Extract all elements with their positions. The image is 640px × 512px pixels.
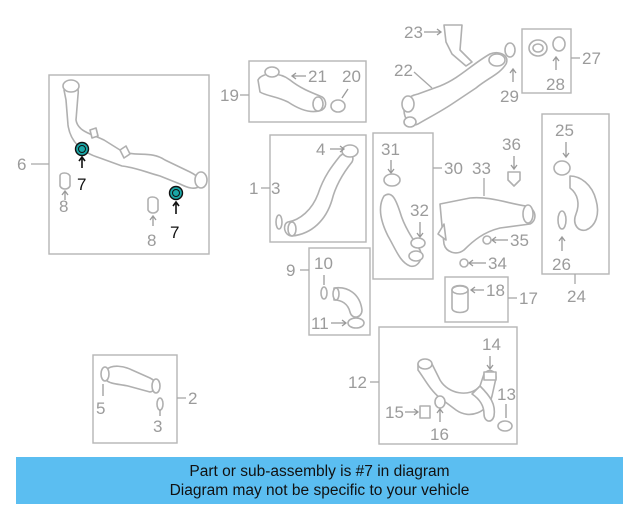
label-1: 1 (249, 179, 258, 198)
group-22-23: 23 22 29 (394, 23, 519, 128)
group-30: 30 31 32 (372, 132, 463, 280)
parts-diagram: 6 7 8 7 8 19 (17, 23, 610, 445)
group-24: 24 25 26 (541, 113, 610, 306)
label-14: 14 (482, 335, 501, 354)
label-34: 34 (488, 254, 507, 273)
label-31: 31 (381, 140, 400, 159)
label-30: 30 (444, 159, 463, 178)
label-10: 10 (314, 254, 333, 273)
label-19: 19 (220, 86, 239, 105)
label-21: 21 (308, 67, 327, 86)
label-33: 33 (472, 159, 491, 178)
label-25: 25 (555, 121, 574, 140)
label-20: 20 (342, 67, 361, 86)
label-3-lower: 3 (153, 417, 162, 436)
label-16: 16 (430, 425, 449, 444)
label-7-upper: 7 (77, 175, 86, 194)
label-9: 9 (286, 261, 295, 280)
label-24: 24 (567, 287, 586, 306)
label-4: 4 (316, 140, 325, 159)
part-7-lower[interactable]: 7 (168, 185, 184, 243)
group-12: 12 14 13 15 16 (348, 326, 518, 445)
label-32: 32 (410, 201, 429, 220)
label-29: 29 (500, 87, 519, 106)
group-2: 2 5 3 (92, 354, 197, 444)
group-19: 19 21 20 (220, 60, 367, 123)
label-2: 2 (188, 389, 197, 408)
label-23: 23 (404, 23, 423, 42)
label-7-lower: 7 (170, 223, 179, 242)
label-12: 12 (348, 373, 367, 392)
label-26: 26 (552, 255, 571, 274)
banner-line-1: Part or sub-assembly is #7 in diagram (189, 462, 450, 480)
label-35: 35 (510, 231, 529, 250)
group-6: 6 7 8 7 8 (17, 74, 210, 255)
label-28: 28 (546, 75, 565, 94)
label-18: 18 (486, 281, 505, 300)
label-3-upper: 3 (271, 179, 280, 198)
label-22: 22 (394, 61, 413, 80)
label-8-right: 8 (147, 231, 156, 250)
label-6: 6 (17, 155, 26, 174)
label-27: 27 (582, 49, 601, 68)
banner-line-2: Diagram may not be specific to your vehi… (169, 481, 470, 499)
label-36: 36 (502, 135, 521, 154)
label-5: 5 (96, 399, 105, 418)
group-27: 27 28 (521, 28, 601, 94)
group-9: 9 10 11 (286, 247, 371, 336)
group-33: 33 36 35 34 (437, 135, 536, 273)
label-17: 17 (519, 289, 538, 308)
part-7-upper[interactable]: 7 (74, 141, 90, 195)
label-13: 13 (497, 385, 516, 404)
group-17: 17 18 (444, 276, 538, 323)
label-8-left: 8 (59, 197, 68, 216)
group-1: 1 3 4 (249, 134, 367, 243)
label-15: 15 (385, 403, 404, 422)
label-11: 11 (311, 314, 329, 333)
info-banner: Part or sub-assembly is #7 in diagram Di… (16, 457, 623, 504)
